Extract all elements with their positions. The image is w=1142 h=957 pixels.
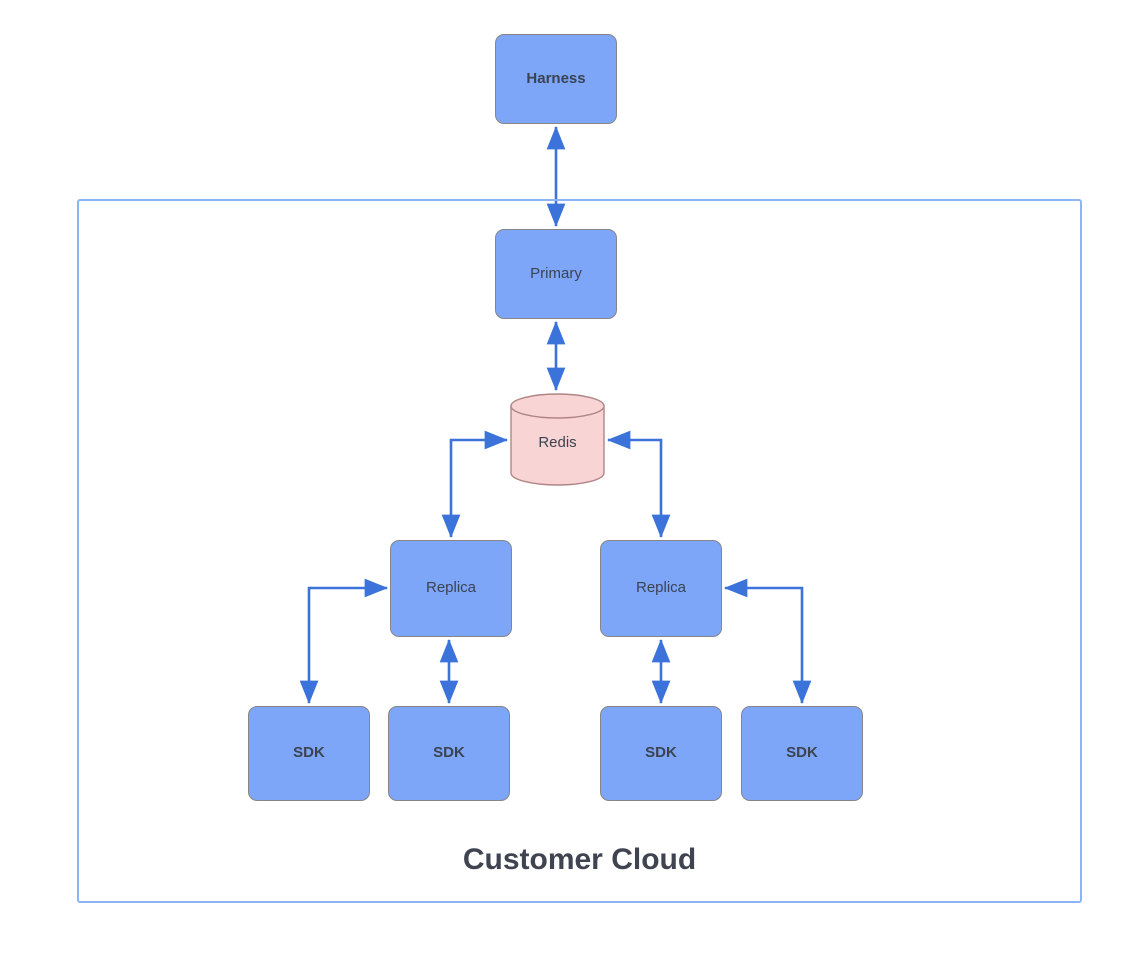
node-sdk-3-label: SDK [645, 744, 677, 762]
node-sdk-2-label: SDK [433, 744, 465, 762]
node-primary-label: Primary [530, 264, 582, 282]
connector-replica-right-sdk-4 [723, 578, 812, 705]
node-harness[interactable]: Harness [495, 34, 617, 124]
customer-cloud-title: Customer Cloud [462, 843, 697, 876]
node-replica-right-label: Replica [635, 579, 687, 597]
connector-replica-left-sdk-1 [299, 578, 389, 705]
node-primary[interactable]: Primary [495, 229, 617, 319]
cylinder-shape [510, 393, 605, 486]
node-sdk-1-label: SDK [293, 744, 325, 762]
node-redis-label: Redis [538, 434, 577, 451]
node-sdk-1[interactable]: SDK [248, 706, 370, 801]
node-sdk-2[interactable]: SDK [388, 706, 510, 801]
node-replica-left[interactable]: Replica [390, 540, 512, 637]
node-harness-label: Harness [526, 69, 586, 87]
node-replica-left-label: Replica [425, 579, 477, 597]
node-sdk-4[interactable]: SDK [741, 706, 863, 801]
connector-redis-replica-left [441, 430, 509, 539]
node-sdk-4-label: SDK [786, 744, 818, 762]
node-sdk-3[interactable]: SDK [600, 706, 722, 801]
node-replica-right[interactable]: Replica [600, 540, 722, 637]
connector-redis-replica-right [606, 430, 671, 539]
node-redis[interactable]: Redis [510, 393, 605, 486]
customer-cloud-boundary [77, 199, 1082, 903]
